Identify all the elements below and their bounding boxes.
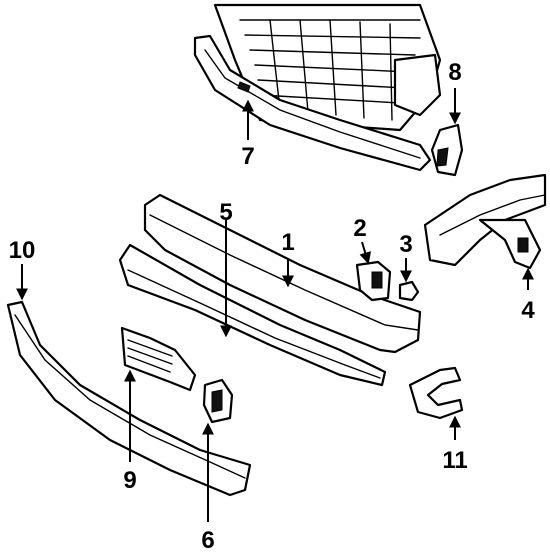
callout-11: 11 [442, 447, 467, 474]
callout-2: 2 [353, 215, 366, 242]
part-11-guard [408, 366, 464, 420]
callout-5: 5 [219, 199, 232, 226]
callout-1: 1 [281, 229, 294, 256]
part-5-impact-strip [118, 243, 387, 387]
part-3-clip [398, 280, 420, 302]
callout-4: 4 [521, 297, 535, 324]
leader-lines [16, 88, 534, 522]
callout-3: 3 [399, 231, 412, 258]
part-1-face-bar [143, 193, 422, 354]
part-2-bracket [355, 260, 392, 302]
leader-2 [359, 241, 371, 265]
callout-labels: 1 2 3 4 5 6 7 8 9 10 11 [9, 59, 536, 554]
callout-8: 8 [448, 59, 461, 86]
part-9-lamp-housing [120, 326, 197, 392]
part-7-air-deflector [193, 34, 432, 172]
part-8-bracket [430, 123, 464, 177]
callout-10: 10 [9, 237, 36, 264]
callout-9: 9 [123, 467, 136, 494]
part-6-reinforcement [202, 378, 234, 424]
callout-7: 7 [241, 143, 254, 170]
part-4-bracket [423, 173, 547, 270]
part-10-bumper [6, 300, 252, 497]
callout-6: 6 [201, 527, 214, 554]
